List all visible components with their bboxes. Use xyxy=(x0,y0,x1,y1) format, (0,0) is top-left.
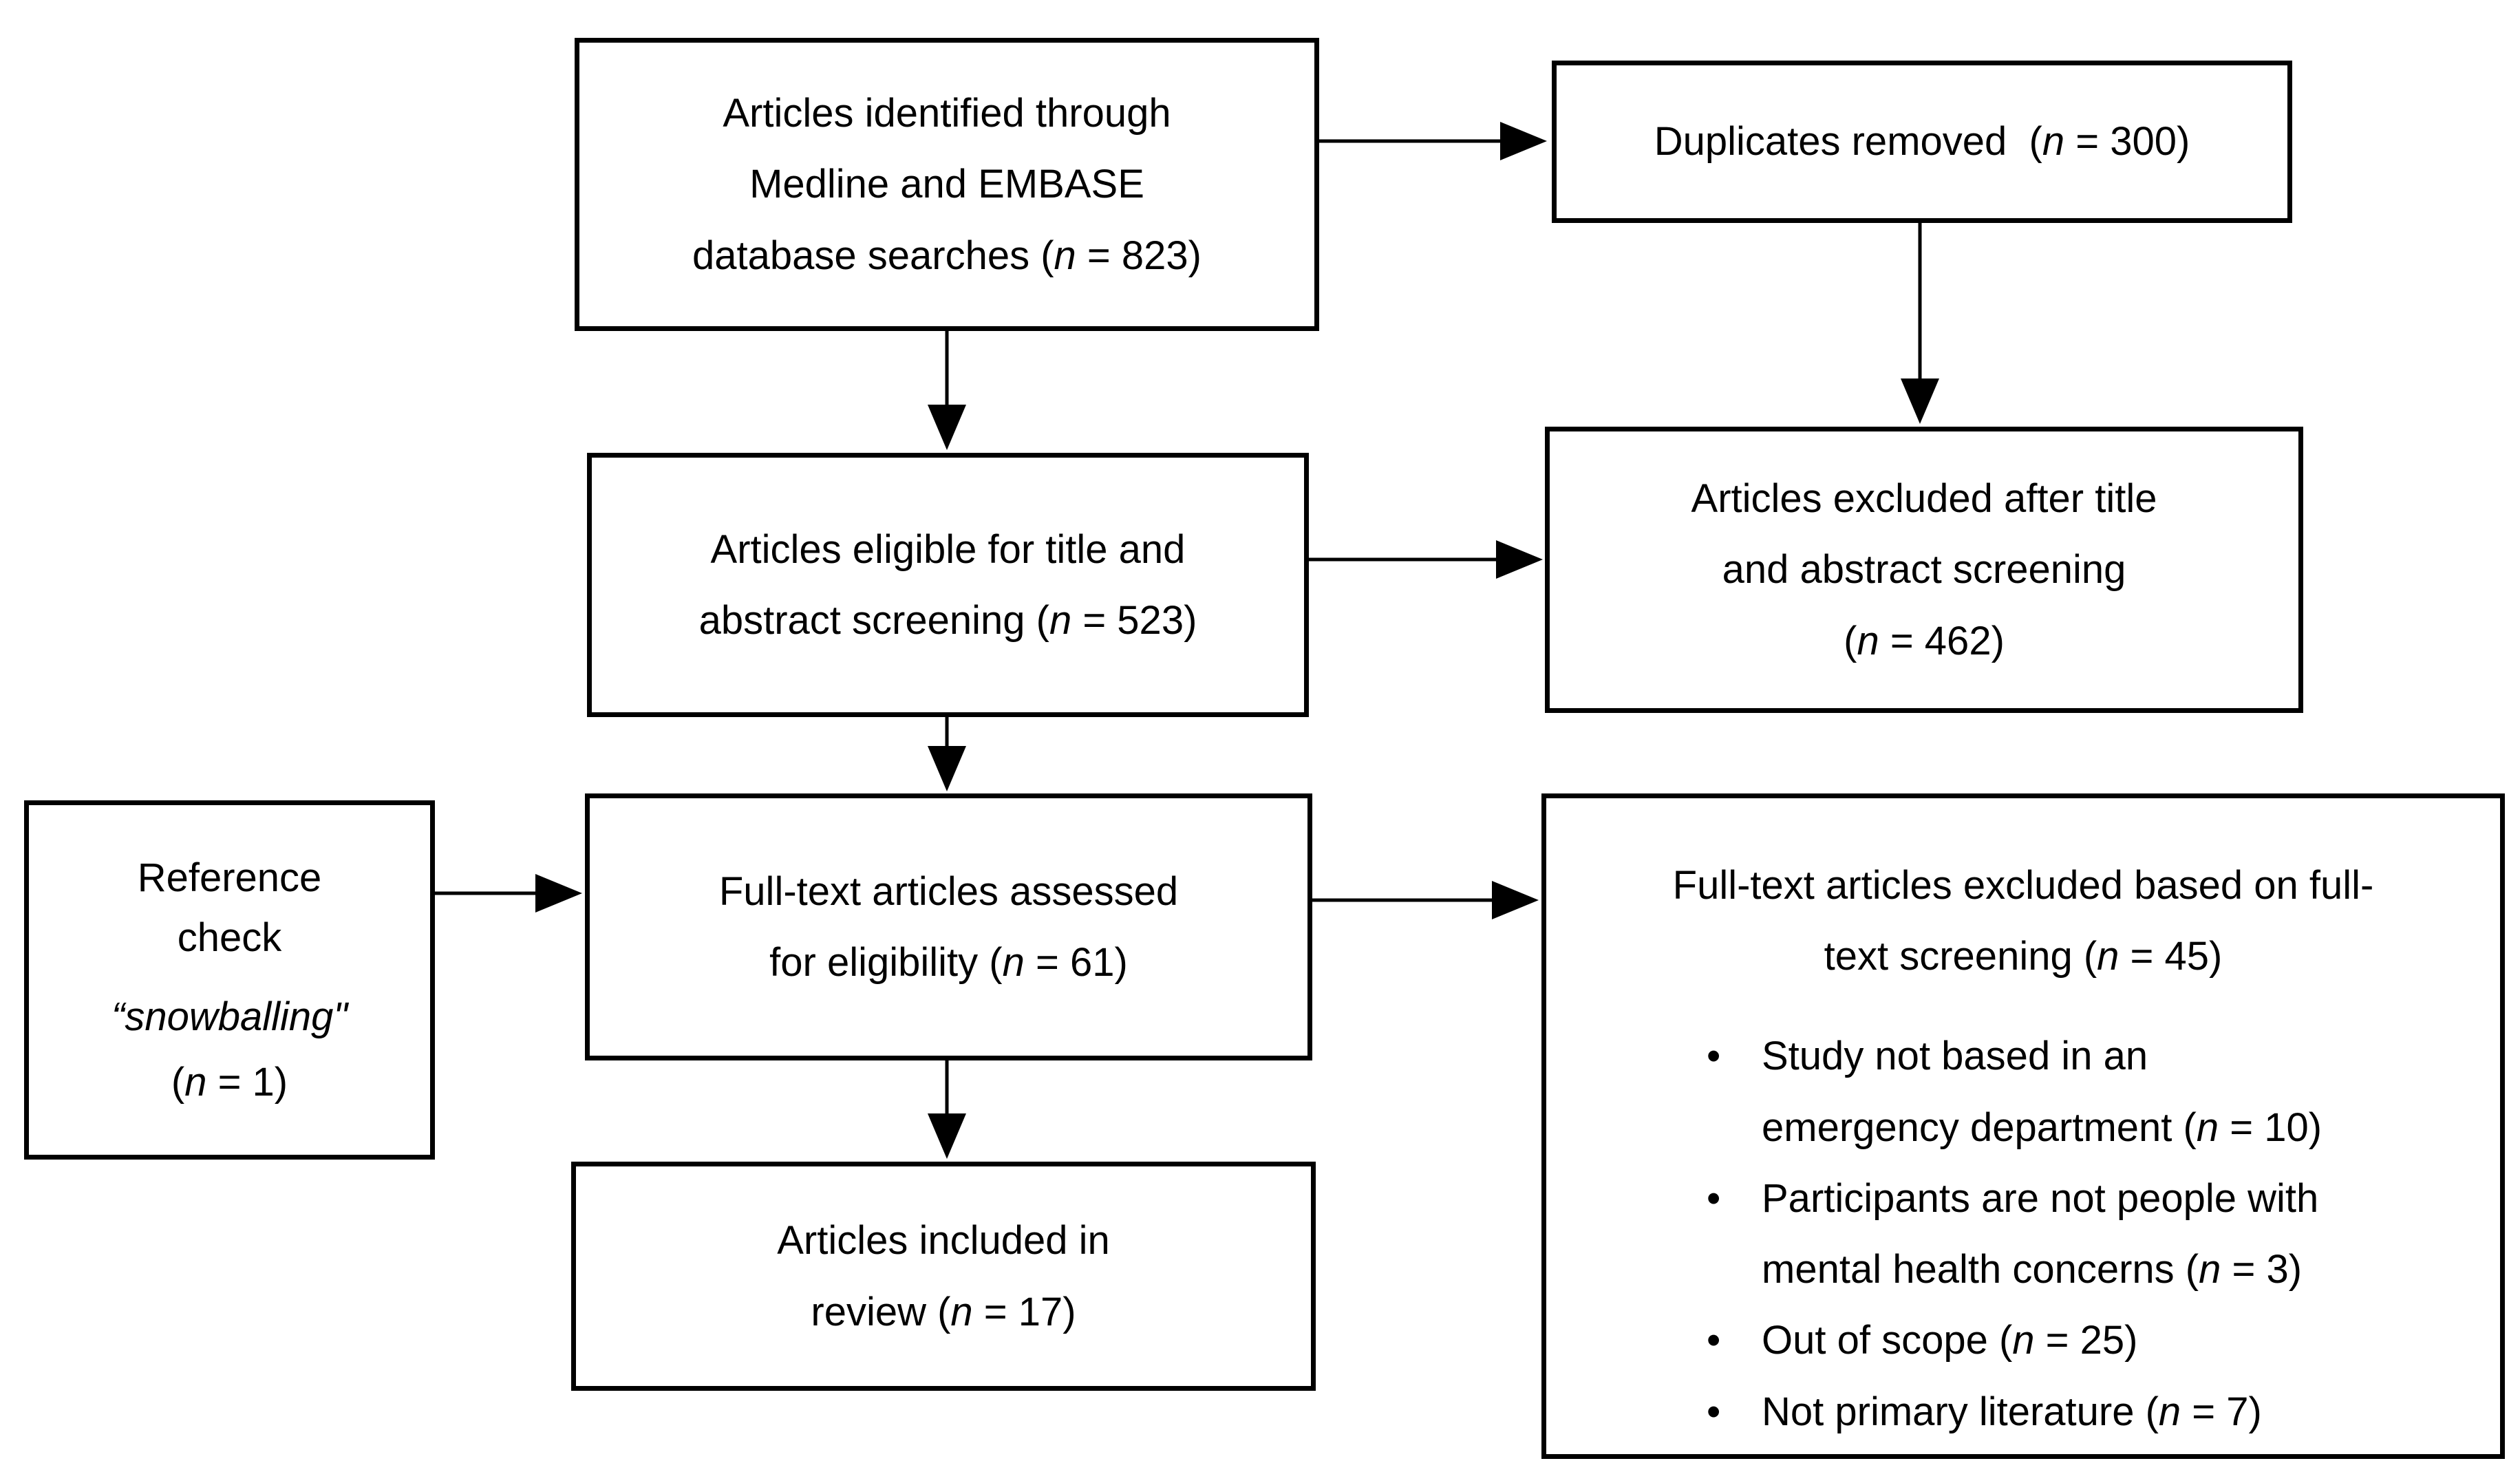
n-symbol: n xyxy=(1054,233,1076,278)
n-symbol: n xyxy=(184,1060,207,1105)
arrow-identified-to-eligible xyxy=(928,331,966,450)
arrow-head xyxy=(928,405,966,450)
arrow-duplicates-to-excluded-title xyxy=(1901,223,1939,424)
arrow-eligible-to-assessed xyxy=(928,717,966,791)
text-segment: = 3) xyxy=(2221,1247,2303,1292)
n-symbol: n xyxy=(2042,119,2065,164)
arrow-head xyxy=(928,1113,966,1159)
n-symbol: n xyxy=(2012,1318,2035,1363)
list-item-out-of-scope: Out of scope (n = 25) xyxy=(1707,1305,2459,1376)
text-line: Out of scope (n = 25) xyxy=(1762,1305,2459,1376)
text-segment: Not primary literature ( xyxy=(1762,1389,2159,1434)
box-fulltext-excluded: Full-text articles excluded based on ful… xyxy=(1541,793,2505,1459)
n-symbol: n xyxy=(1857,618,1879,663)
text-segment: = 823) xyxy=(1076,233,1202,278)
n-symbol: n xyxy=(1002,940,1025,985)
n-symbol: n xyxy=(950,1289,973,1334)
text-line: Medline and EMBASE xyxy=(749,162,1144,207)
box-reference-check: Reference check “snowballing" (n = 1) xyxy=(24,800,435,1160)
text-line: text screening (n = 45) xyxy=(1588,921,2459,992)
text-segment: = 45) xyxy=(2119,934,2223,979)
text-line: Articles included in xyxy=(777,1218,1110,1263)
box-eligible-title-abstract: Articles eligible for title and abstract… xyxy=(587,453,1309,717)
text-line: Articles excluded after title xyxy=(1691,476,2157,522)
text-line: Articles identified through xyxy=(723,91,1171,136)
text-segment: Duplicates removed ( xyxy=(1654,119,2042,164)
arrow-identified-to-duplicates xyxy=(1319,122,1547,160)
snowballing-label: “snowballing" xyxy=(111,994,348,1039)
text-line: for eligibility (n = 61) xyxy=(769,927,1128,998)
arrow-head xyxy=(928,746,966,791)
text-segment: for eligibility ( xyxy=(769,940,1003,985)
text-line: Participants are not people with xyxy=(1762,1175,2319,1221)
text-line: Articles eligible for title and xyxy=(710,526,1186,572)
text-segment: database searches ( xyxy=(692,233,1054,278)
text-line: check xyxy=(177,915,282,960)
text-segment: = 61) xyxy=(1024,940,1128,985)
arrow-assessed-to-excluded-full xyxy=(1312,881,1539,919)
arrow-reference-to-assessed xyxy=(435,874,582,913)
arrow-head xyxy=(1500,122,1547,160)
text-line: Full-text articles assessed xyxy=(718,868,1179,914)
box-articles-identified: Articles identified through Medline and … xyxy=(575,38,1319,331)
arrow-assessed-to-included xyxy=(928,1060,966,1159)
text-segment: mental health concerns ( xyxy=(1762,1247,2199,1292)
text-line: Study not based in an xyxy=(1762,1034,2148,1079)
text-line: review (n = 17) xyxy=(811,1277,1076,1347)
box-articles-included: Articles included in review (n = 17) xyxy=(571,1162,1316,1391)
text-segment: = 1) xyxy=(206,1060,288,1105)
box-fulltext-assessed: Full-text articles assessed for eligibil… xyxy=(585,793,1312,1060)
fulltext-excluded-heading: Full-text articles excluded based on ful… xyxy=(1588,850,2459,992)
text-segment: = 17) xyxy=(972,1289,1076,1334)
box-duplicates-removed: Duplicates removed (n = 300) xyxy=(1552,61,2292,223)
text-segment: ( xyxy=(1844,618,1857,663)
text-line: Duplicates removed (n = 300) xyxy=(1654,106,2190,177)
n-symbol: n xyxy=(2196,1105,2219,1150)
text-segment: abstract screening ( xyxy=(698,598,1049,643)
text-segment: = 523) xyxy=(1071,598,1197,643)
list-item-not-mental-health: Participants are not people with mental … xyxy=(1707,1163,2459,1305)
arrow-head xyxy=(1492,881,1539,919)
n-symbol: n xyxy=(1049,598,1072,643)
box-excluded-title-abstract: Articles excluded after title and abstra… xyxy=(1545,427,2303,713)
text-line: Reference xyxy=(137,855,322,900)
n-symbol: n xyxy=(2158,1389,2181,1434)
text-line: mental health concerns (n = 3) xyxy=(1762,1234,2459,1305)
text-line: (n = 462) xyxy=(1844,606,2005,676)
n-symbol: n xyxy=(2097,934,2119,979)
arrow-head xyxy=(1901,378,1939,424)
text-segment: text screening ( xyxy=(1824,934,2097,979)
text-segment: = 462) xyxy=(1879,618,2005,663)
text-line: Full-text articles excluded based on ful… xyxy=(1672,863,2374,908)
text-segment: = 300) xyxy=(2064,119,2190,164)
text-line: Not primary literature (n = 7) xyxy=(1762,1376,2459,1447)
text-segment: ( xyxy=(171,1060,185,1105)
exclusion-reasons-list: Study not based in an emergency departme… xyxy=(1588,1021,2459,1447)
list-item-not-primary-literature: Not primary literature (n = 7) xyxy=(1707,1376,2459,1447)
arrow-eligible-to-excluded-title xyxy=(1309,540,1543,579)
text-segment: Out of scope ( xyxy=(1762,1318,2013,1363)
text-segment: review ( xyxy=(811,1289,951,1334)
text-line: abstract screening (n = 523) xyxy=(699,585,1197,656)
text-line: and abstract screening xyxy=(1722,547,2126,593)
text-segment: = 7) xyxy=(2181,1389,2262,1434)
text-segment: = 25) xyxy=(2034,1318,2138,1363)
text-segment: = 10) xyxy=(2219,1105,2323,1150)
text-segment: emergency department ( xyxy=(1762,1105,2197,1150)
n-symbol: n xyxy=(2199,1247,2221,1292)
text-line: database searches (n = 823) xyxy=(692,220,1202,291)
text-line: (n = 1) xyxy=(171,1052,288,1112)
list-item-not-emergency-department: Study not based in an emergency departme… xyxy=(1707,1021,2459,1162)
text-line: emergency department (n = 10) xyxy=(1762,1092,2459,1163)
arrow-head xyxy=(1496,540,1543,579)
arrow-head xyxy=(535,874,582,913)
